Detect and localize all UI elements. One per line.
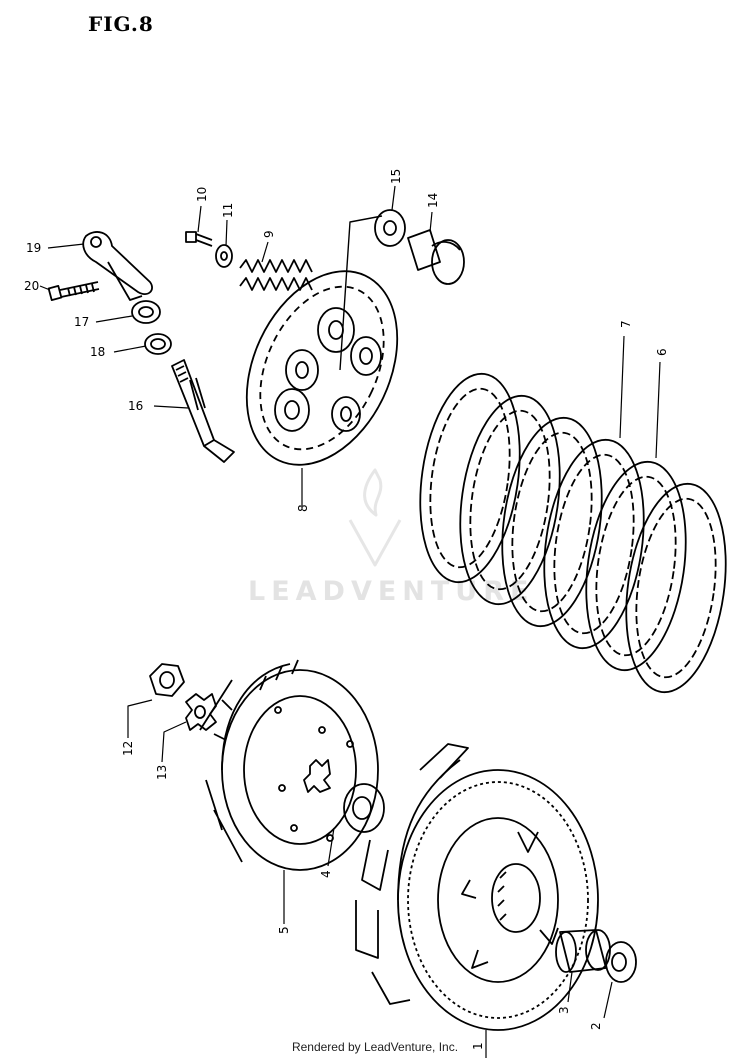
primary-driven-gear-housing-1 xyxy=(355,743,599,1031)
release-arm-19 xyxy=(82,231,153,301)
callout-label: 17 xyxy=(74,315,89,329)
callout-label: 10 xyxy=(195,187,209,202)
callout-label: 20 xyxy=(24,279,39,293)
oil-seal-17 xyxy=(131,300,161,324)
callout-label: 4 xyxy=(319,870,333,878)
callout-labels: 1 2 3 4 5 6 7 8 9 10 11 12 13 14 15 16 1… xyxy=(24,169,669,1050)
bolt-10 xyxy=(185,231,213,247)
callout-label: 8 xyxy=(296,504,310,512)
push-piece-14 xyxy=(407,229,465,285)
callout-label: 13 xyxy=(155,765,169,780)
thrust-washer-4 xyxy=(343,783,385,833)
watermark-text: LEADVENTURE xyxy=(248,576,535,607)
callout-label: 11 xyxy=(221,203,235,218)
lock-washer-13 xyxy=(185,693,217,731)
callout-label: 6 xyxy=(655,348,669,356)
callout-label: 15 xyxy=(389,169,403,184)
callout-label: 5 xyxy=(277,926,291,934)
thrust-washer-2 xyxy=(605,941,637,983)
leader-lines xyxy=(39,185,661,1058)
callout-label: 7 xyxy=(619,320,633,328)
callout-label: 12 xyxy=(121,741,135,756)
callout-label: 1 xyxy=(471,1042,485,1050)
clutch-plate-stack xyxy=(419,372,727,694)
o-ring-18 xyxy=(144,333,172,355)
watermark-logo xyxy=(348,468,402,567)
clutch-spring-9 xyxy=(239,259,313,291)
callout-label: 14 xyxy=(426,193,440,208)
footer-credit: Rendered by LeadVenture, Inc. xyxy=(291,1040,459,1054)
clutch-sleeve-hub-5 xyxy=(199,659,379,871)
callout-label: 16 xyxy=(128,399,143,413)
callout-label: 18 xyxy=(90,345,105,359)
callout-label: 9 xyxy=(262,230,276,238)
figure-title: FIG.8 xyxy=(88,12,154,36)
washer-15 xyxy=(374,209,406,247)
bolt-20 xyxy=(47,281,100,301)
callout-label: 3 xyxy=(557,1006,571,1014)
release-shaft-16 xyxy=(171,359,235,463)
washer-11 xyxy=(215,244,233,268)
callout-label: 19 xyxy=(26,241,41,255)
nut-12 xyxy=(149,663,185,697)
callout-label: 2 xyxy=(589,1022,603,1030)
pressure-plate-8 xyxy=(245,215,399,466)
